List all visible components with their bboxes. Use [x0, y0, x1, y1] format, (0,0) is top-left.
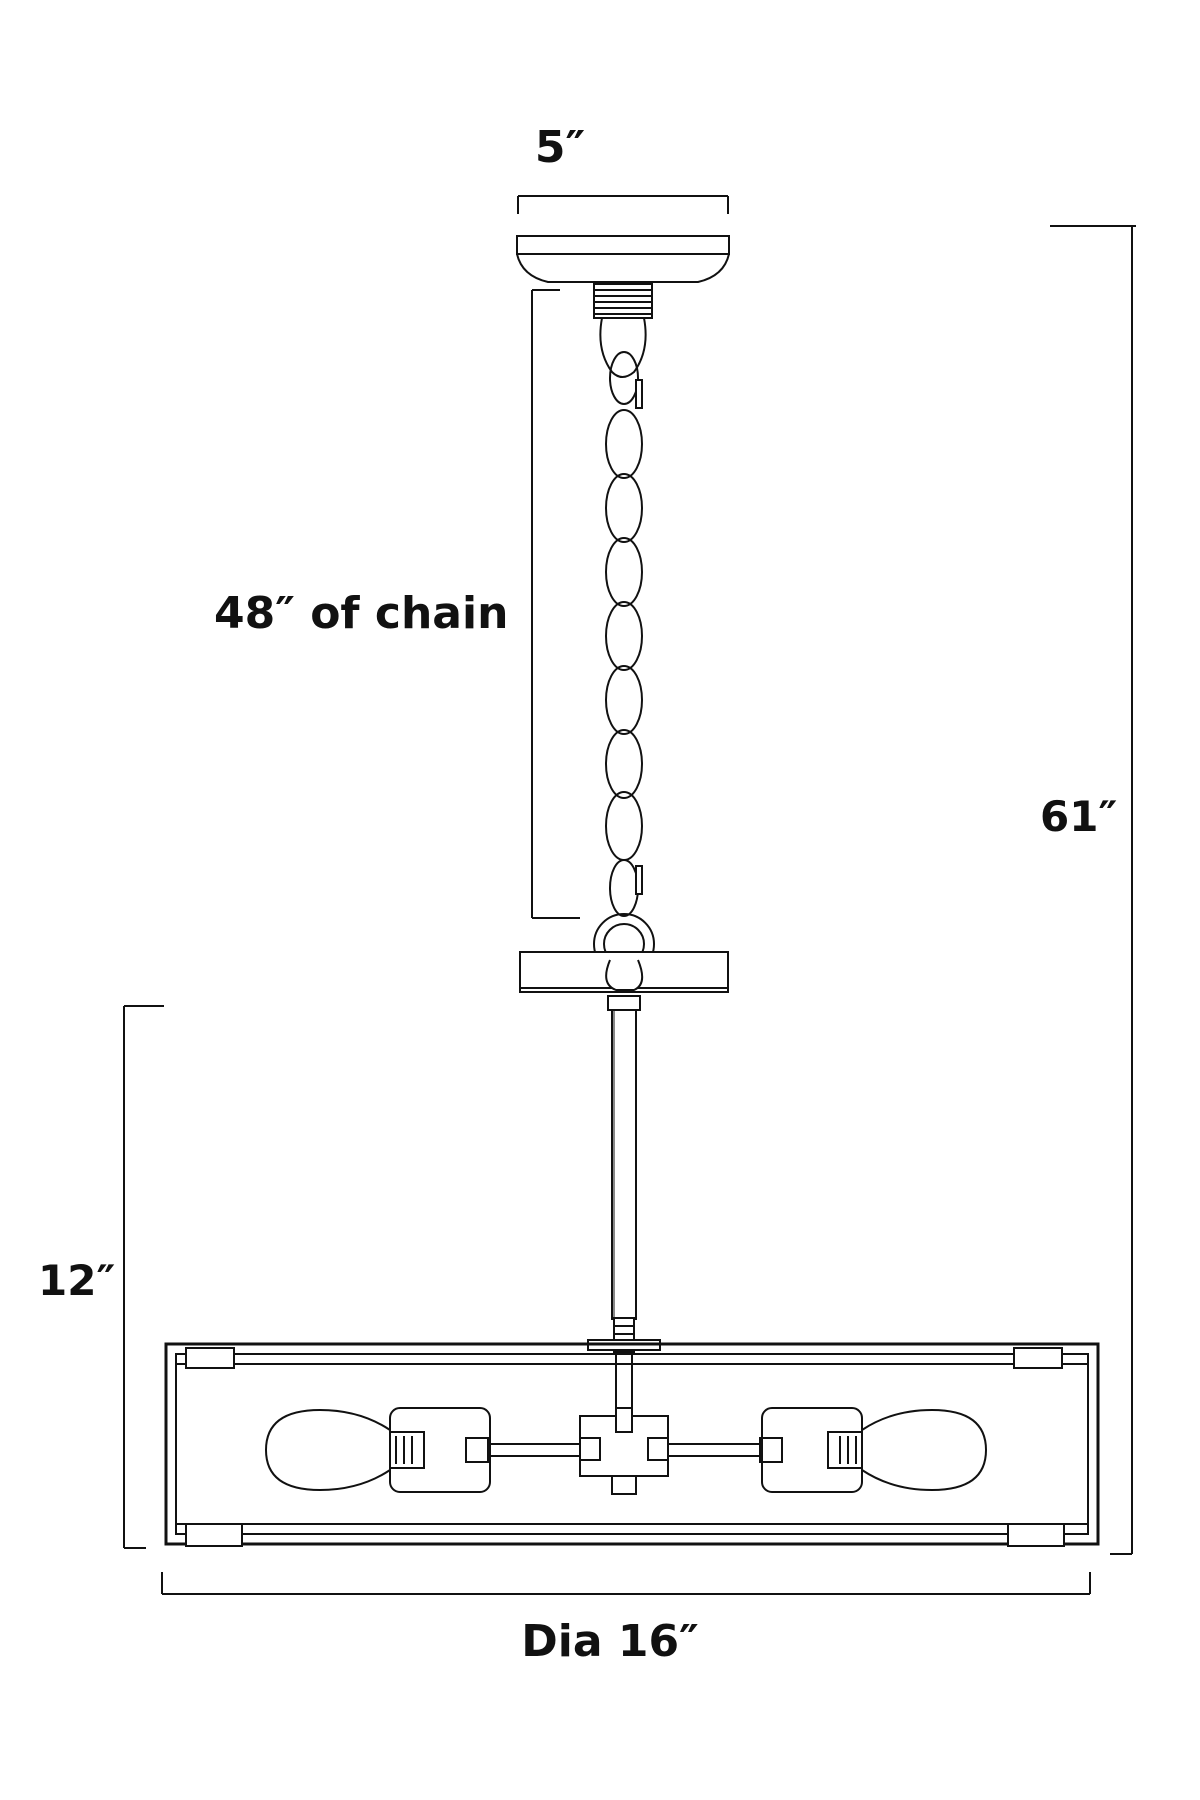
overall-height-bracket — [1050, 226, 1136, 1554]
down-rod — [608, 996, 640, 1352]
diameter-label: Dia 16″ — [521, 1616, 699, 1667]
overall-height-label: 61″ — [1040, 792, 1118, 841]
fixture-height-bracket — [124, 1006, 164, 1548]
canopy-nipple — [594, 284, 652, 318]
fixture-arms — [466, 1438, 782, 1462]
canopy-width-label: 5″ — [534, 122, 586, 173]
diameter-bracket — [162, 1572, 1090, 1594]
fixture-height-label: 12″ — [38, 1256, 116, 1305]
canopy-loop — [600, 318, 645, 377]
center-hub — [580, 1350, 668, 1494]
left-bulb — [266, 1408, 490, 1492]
chain — [606, 352, 642, 916]
ceiling-canopy — [517, 236, 729, 282]
fixture-frame — [166, 1344, 1098, 1546]
right-bulb — [762, 1408, 986, 1492]
mounting-plate — [520, 952, 728, 992]
chain-length-label: 48″ of chain — [214, 588, 509, 639]
chain-length-bracket — [532, 290, 580, 918]
canopy-width-bracket — [518, 196, 728, 214]
